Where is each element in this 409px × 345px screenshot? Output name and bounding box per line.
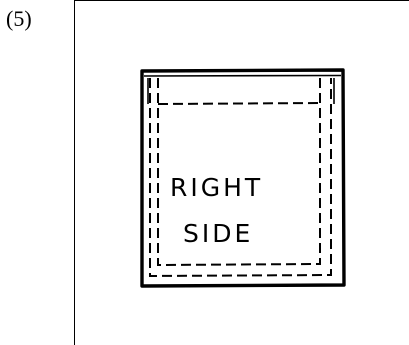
pocket-label-line2: SIDE: [183, 219, 253, 248]
stitch-line-top: [158, 103, 320, 104]
pocket-top-fold: [144, 76, 341, 77]
pocket-label-line1: RIGHT: [170, 173, 263, 202]
